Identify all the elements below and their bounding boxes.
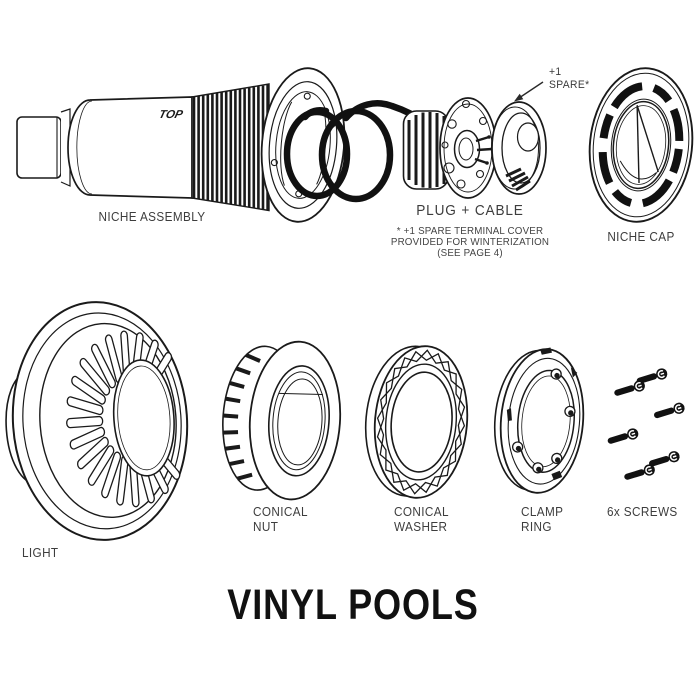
screw-icon — [605, 426, 641, 448]
top-marking: TOP — [158, 108, 185, 121]
label-niche-cap: NICHE CAP — [607, 230, 675, 244]
label-plug-cable: PLUG + CABLE — [416, 203, 524, 219]
conical-washer-drawing — [360, 341, 474, 501]
screw-icon — [612, 378, 648, 400]
label-spare-callout: +1 SPARE* — [549, 66, 590, 91]
niche-cap-drawing — [588, 67, 694, 223]
spare-callout-arrow — [514, 81, 544, 102]
niche-assembly-drawing: TOP — [16, 67, 346, 223]
niche-flange — [260, 67, 346, 223]
page-title: VINYL POOLS — [227, 581, 479, 629]
cable-drawing — [283, 100, 430, 203]
conical-nut-drawing — [222, 340, 342, 501]
spare-callout-line2: SPARE* — [549, 78, 590, 91]
spare-terminal-cover-drawing — [491, 101, 547, 195]
clamp-ring-line1: CLAMP — [521, 505, 564, 519]
conical-nut-line2: NUT — [253, 519, 279, 534]
label-clamp-ring: CLAMP RING — [521, 505, 563, 534]
spare-note-line2: PROVIDED FOR WINTERIZATION — [390, 237, 550, 248]
spare-note-line3: (SEE PAGE 4) — [437, 248, 503, 259]
label-light: LIGHT — [22, 546, 59, 560]
clamp-ring-drawing — [493, 347, 585, 494]
label-spare-note: * +1 SPARE TERMINAL COVER PROVIDED FOR W… — [391, 226, 549, 259]
conical-nut-line1: CONICAL — [253, 505, 308, 519]
label-conical-nut: CONICAL NUT — [253, 505, 308, 534]
screw-icon — [622, 462, 658, 484]
conical-washer-line2: WASHER — [394, 519, 448, 534]
light-drawing — [5, 301, 189, 541]
spare-callout-line1: +1 — [549, 66, 562, 78]
label-screws: 6x SCREWS — [607, 505, 678, 519]
label-niche-assembly: NICHE ASSEMBLY — [98, 210, 206, 224]
spare-note-line1: * +1 SPARE TERMINAL COVER — [396, 226, 544, 237]
conical-washer-line1: CONICAL — [394, 505, 449, 519]
label-conical-washer: CONICAL WASHER — [394, 505, 449, 534]
clamp-ring-line2: RING — [521, 519, 552, 534]
screws-drawing — [605, 366, 687, 484]
plug-drawing — [402, 97, 497, 199]
screw-icon — [651, 400, 687, 423]
